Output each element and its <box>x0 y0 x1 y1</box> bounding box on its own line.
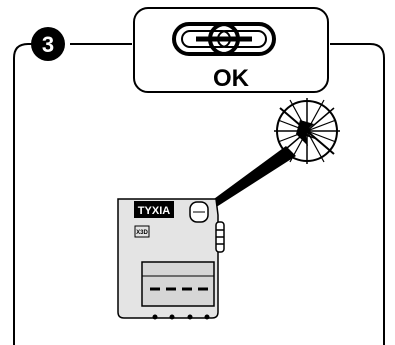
chain-link-icon <box>172 22 276 56</box>
push-button-icon[interactable] <box>189 201 209 223</box>
flash-burst-icon <box>274 98 340 164</box>
step-badge: 3 <box>31 27 65 61</box>
terminal-face <box>141 261 215 307</box>
step-number: 3 <box>42 32 54 57</box>
pointer-wedge <box>203 146 296 213</box>
status-box: OK <box>133 7 329 93</box>
device-brand: TYXIA <box>138 205 170 217</box>
device: TYXIA X3D <box>117 198 225 320</box>
device-badge-box <box>134 225 150 238</box>
device-badge: X3D <box>136 230 148 236</box>
status-label: OK <box>213 65 250 92</box>
device-side-rail <box>215 221 225 253</box>
outer-frame <box>13 43 385 345</box>
device-brand-plate <box>134 201 174 218</box>
terminal-pins <box>152 314 210 320</box>
